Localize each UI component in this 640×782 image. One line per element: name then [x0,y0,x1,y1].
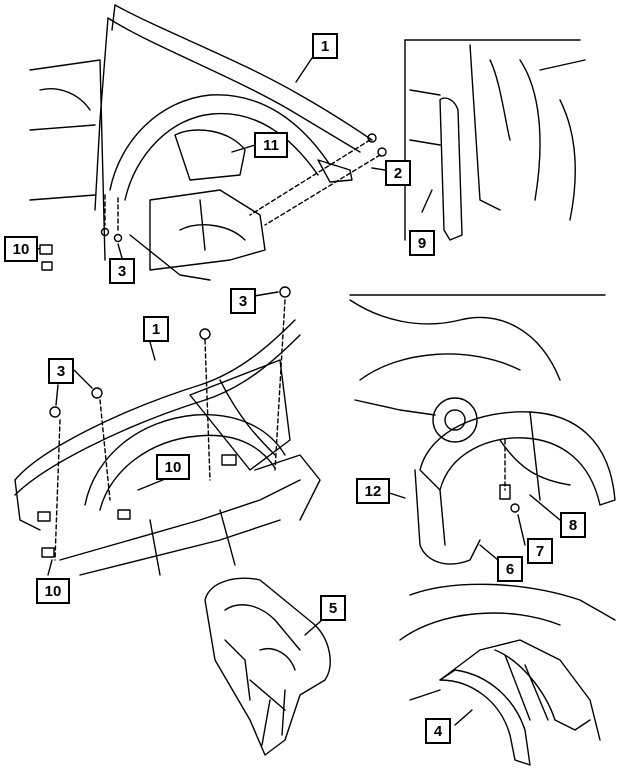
callout-1-top: 1 [312,33,338,59]
callout-10-mid: 10 [156,454,190,480]
callout-8: 8 [560,512,586,538]
callout-10-bottom: 10 [36,578,70,604]
callout-3-top: 3 [109,258,135,284]
callout-3-left: 3 [48,358,74,384]
panel-inner-shield-view [204,577,331,756]
panel-fender-top-view [29,4,433,281]
callout-10-top: 10 [4,236,38,262]
callout-2: 2 [385,160,411,186]
callout-3-mid: 3 [230,288,256,314]
panel-flare-view [399,583,616,766]
panel-splash-shield-view [349,294,616,565]
callout-1-mid: 1 [143,316,169,342]
callout-4: 4 [425,718,451,744]
callout-12: 12 [356,478,390,504]
callout-9: 9 [409,230,435,256]
callout-6: 6 [497,556,523,582]
panel-seal-view [404,39,586,241]
callout-7: 7 [527,538,553,564]
callout-5: 5 [320,595,346,621]
callout-11: 11 [254,132,288,158]
panel-fender-exploded-view [14,286,321,576]
